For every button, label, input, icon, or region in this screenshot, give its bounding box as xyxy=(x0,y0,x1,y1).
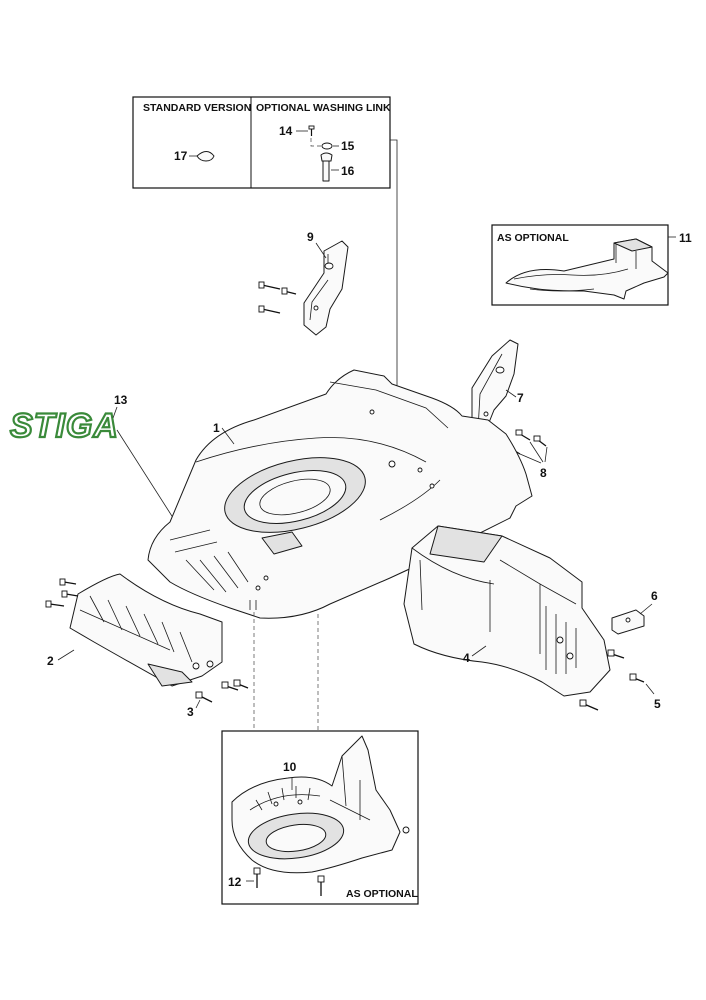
part-10-baffle xyxy=(231,735,410,874)
callout-12: 12 xyxy=(228,875,242,889)
callout-3: 3 xyxy=(187,705,194,719)
part-14-screw xyxy=(296,125,322,147)
part-11-cover xyxy=(505,238,669,300)
leader-3 xyxy=(195,699,201,709)
leader-13a xyxy=(112,406,118,419)
part-17-cap xyxy=(189,151,215,162)
part-1-deck xyxy=(147,369,533,619)
optional-inset-11: AS OPTIONAL xyxy=(491,224,676,306)
stiga-logo: STIGA xyxy=(9,406,119,446)
callout-7: 7 xyxy=(517,391,524,405)
leader-6 xyxy=(639,603,653,615)
callout-5: 5 xyxy=(654,697,661,711)
optional-washing-link-title: OPTIONAL WASHING LINK xyxy=(256,102,391,114)
leader-4 xyxy=(471,645,487,657)
callout-15: 15 xyxy=(341,139,355,153)
callout-8: 8 xyxy=(540,466,547,480)
part-2-flap xyxy=(69,573,223,687)
part-15-washer xyxy=(321,142,339,150)
callout-9: 9 xyxy=(307,230,314,244)
callout-11: 11 xyxy=(679,231,692,245)
callout-4: 4 xyxy=(463,651,470,665)
part-12-screws xyxy=(253,867,325,896)
leader-8 xyxy=(519,441,548,464)
washing-link-inset: STANDARD VERSION OPTIONAL WASHING LINK 1… xyxy=(132,96,391,189)
part-5-screws xyxy=(579,649,645,711)
leader-5 xyxy=(645,683,655,695)
callout-16: 16 xyxy=(341,164,355,178)
callout-1: 1 xyxy=(213,421,220,435)
part-9-bracket xyxy=(303,240,349,336)
callout-17: 17 xyxy=(174,149,188,163)
optional-inset-10: AS OPTIONAL xyxy=(221,730,419,905)
leader-1 xyxy=(221,427,235,445)
part-4-housing xyxy=(403,525,611,697)
callout-10: 10 xyxy=(283,760,297,774)
as-optional-bottom-title: AS OPTIONAL xyxy=(346,888,418,900)
callout-13: 13 xyxy=(114,393,128,407)
callout-6: 6 xyxy=(651,589,658,603)
part-16-fitting xyxy=(320,152,339,182)
callout-2: 2 xyxy=(47,654,54,668)
part-9-screws xyxy=(258,281,297,314)
part-2-screws xyxy=(45,578,79,608)
part-3-screws xyxy=(195,679,249,703)
callout-14: 14 xyxy=(279,124,293,138)
standard-version-title: STANDARD VERSION xyxy=(143,102,251,114)
leader-7 xyxy=(505,389,517,398)
inset-frame xyxy=(132,96,391,189)
stiga-logo-text: STIGA xyxy=(10,407,119,445)
as-optional-top-title: AS OPTIONAL xyxy=(497,232,569,244)
leader-9 xyxy=(315,242,327,259)
leader-2 xyxy=(57,649,75,661)
part-6-clip xyxy=(611,609,645,635)
